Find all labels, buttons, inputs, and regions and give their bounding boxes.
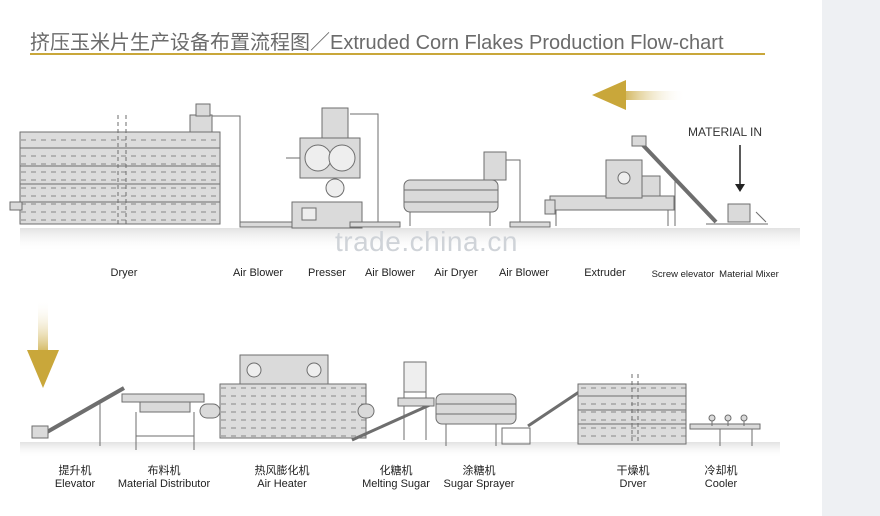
label-cooler-en: Cooler (704, 478, 738, 490)
label-sugar-sprayer: 涂糖机 Sugar Sprayer (444, 465, 515, 491)
label-material-mixer: Material Mixer (719, 269, 779, 280)
flow-arrow-left-icon (592, 80, 686, 110)
label-sugar-sprayer-en: Sugar Sprayer (443, 478, 515, 490)
label-elevator-zh: 提升机 (58, 465, 92, 477)
page-title: 挤压玉米片生产设备布置流程图／Extruded Corn Flakes Prod… (30, 32, 724, 54)
label-cooler: 冷却机 Cooler (705, 465, 738, 491)
title-underline (30, 53, 765, 55)
dryer-machine (9, 103, 221, 225)
dryer-2-machine (527, 374, 687, 445)
label-melting-sugar-zh: 化糖机 (379, 465, 413, 477)
label-air-heater-zh: 热风膨化机 (254, 465, 310, 477)
label-air-blower-3: Air Blower (498, 267, 550, 279)
floor-top (20, 228, 800, 252)
flow-arrow-down-icon (27, 300, 59, 388)
label-dryer-2: 干燥机 Drver (617, 465, 650, 491)
screw-elevator-machine (631, 135, 718, 226)
label-elevator-en: Elevator (54, 478, 96, 490)
air-blower-1-machine (212, 115, 301, 228)
material-in-arrow-icon (735, 145, 745, 192)
sugar-sprayer-machine (435, 393, 531, 446)
label-melting-sugar-en: Melting Sugar (362, 478, 430, 490)
label-dryer-2-zh: 干燥机 (616, 465, 650, 477)
label-screw-elevator: Screw elevator (651, 269, 715, 280)
extruder-machine (544, 159, 675, 226)
label-cooler-zh: 冷却机 (704, 465, 738, 477)
floor-bottom (20, 442, 780, 458)
air-heater-machine (199, 354, 375, 439)
label-air-blower-2: Air Blower (364, 267, 416, 279)
watermark-text: trade.china.cn (335, 226, 518, 257)
right-margin-band (822, 0, 880, 516)
label-extruder: Extruder (584, 267, 626, 279)
label-material-distributor: 布料机 Material Distributor (118, 465, 210, 491)
elevator-machine (31, 386, 125, 446)
label-presser: Presser (308, 267, 346, 279)
label-air-heater: 热风膨化机 Air Heater (255, 465, 310, 491)
label-material-distributor-zh: 布料机 (147, 465, 181, 477)
label-melting-sugar: 化糖机 Melting Sugar (362, 465, 430, 491)
material-in-label: MATERIAL IN (688, 125, 763, 139)
melting-sugar-machine (351, 361, 435, 442)
cooler-machine (689, 414, 761, 446)
material-mixer-machine (706, 203, 768, 225)
label-dryer-2-en: Drver (619, 478, 647, 490)
presser-machine (286, 107, 401, 229)
label-air-heater-en: Air Heater (257, 478, 307, 490)
material-distributor-machine (121, 393, 205, 450)
label-air-dryer: Air Dryer (434, 267, 478, 279)
label-dryer: Dryer (110, 267, 138, 279)
label-material-distributor-en: Material Distributor (117, 478, 211, 490)
label-sugar-sprayer-zh: 涂糖机 (462, 465, 496, 477)
air-dryer-machine (403, 151, 551, 228)
label-air-blower-1: Air Blower (232, 267, 284, 279)
label-elevator: 提升机 Elevator (55, 465, 95, 491)
